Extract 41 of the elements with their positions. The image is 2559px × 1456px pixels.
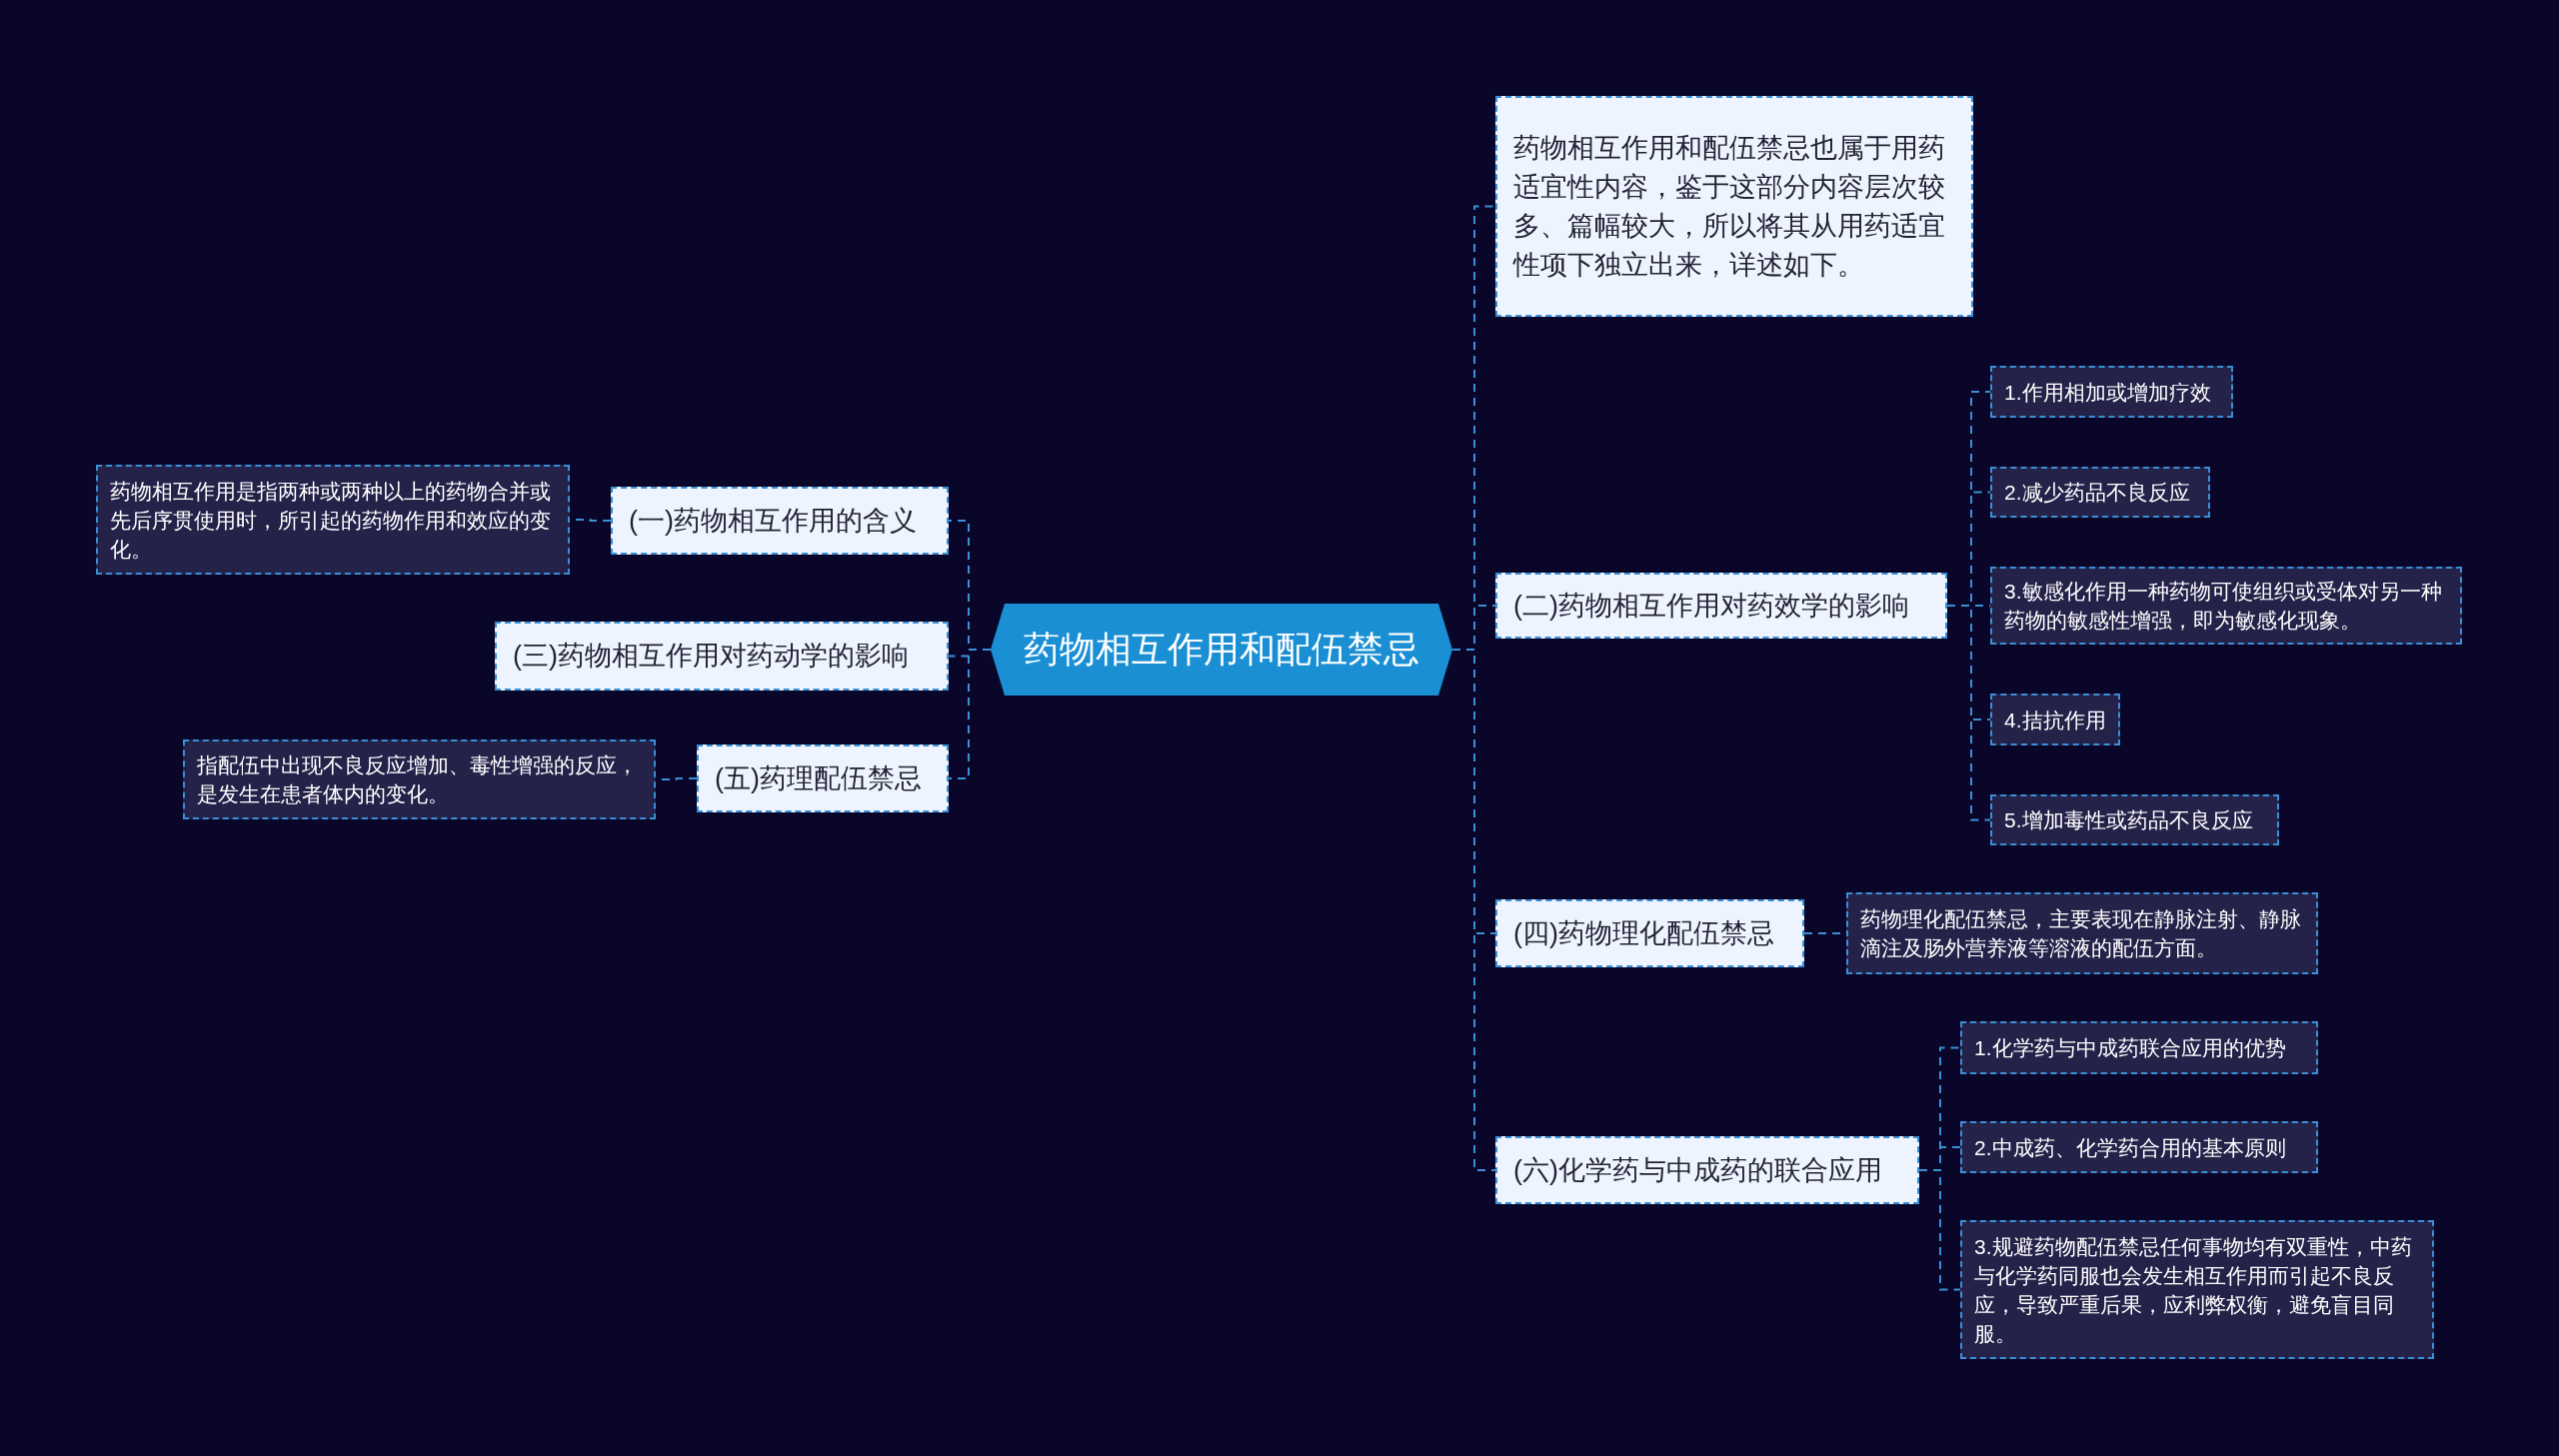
connector-line [1918,1169,1961,1291]
node-text: 药物相互作用和配伍禁忌也属于用药适宜性内容，鉴于这部分内容层次较多、篇幅较大，所以将其从用药适宜性项下独立出来，详述如下。 [1513,131,1946,282]
subtopic-box [1960,1021,2318,1074]
subtopic-box [1960,1220,2434,1359]
central-topic-hexagon [991,604,1452,696]
connector-line [948,649,992,779]
topic-box [1495,1136,1919,1204]
node-text: 2.减少药品不良反应 [2004,480,2191,506]
topic-box [495,622,949,691]
topic-box [611,487,949,555]
node-text: 1.作用相加或增加疗效 [2004,379,2212,406]
node-text: 5.增加毒性或药品不良反应 [2004,807,2254,833]
subtopic-box [1960,1121,2318,1173]
node-text: 3.规避药物配伍禁忌任何事物均有双重性，中药与化学药同服也会发生相互作用而引起不良反应，导致严重后果，应利弊权衡，避免盲目同服。 [1974,1233,2413,1347]
subtopic-box [1990,567,2462,645]
connector-line [1946,605,1991,821]
topic-box [697,744,949,812]
subtopic-box [183,739,656,819]
node-text: (一)药物相互作用的含义 [629,504,918,538]
node-text: (五)药理配伍禁忌 [715,761,923,795]
subtopic-box [1990,794,2279,845]
subtopic-box [1846,892,2318,974]
node-text: (四)药物理化配伍禁忌 [1513,916,1775,950]
node-text: (六)化学药与中成药的联合应用 [1513,1153,1883,1187]
topic-box [1495,899,1804,967]
subtopic-box [1990,366,2233,418]
subtopic-box [96,465,570,575]
node-text: (三)药物相互作用对药动学的影响 [513,640,910,673]
node-text: (二)药物相互作用对药效学的影响 [1513,589,1910,623]
node-text: 3.敏感化作用一种药物可使组织或受体对另一种药物的敏感性增强，即为敏感化现象。 [2004,579,2443,634]
node-text: 2.中成药、化学药合用的基本原则 [1974,1134,2287,1161]
node-text: 药物相互作用是指两种或两种以上的药物合并或先后序贯使用时，所引起的药物作用和效应的变化。 [110,478,552,563]
topic-box [1495,573,1947,639]
node-text: 药物理化配伍禁忌，主要表现在静脉注射、静脉滴注及肠外营养液等溶液的配伍方面。 [1860,906,2302,961]
subtopic-box [1990,694,2120,745]
node-text: 4.拮抗作用 [2004,707,2106,733]
topic-box [1495,96,1973,317]
subtopic-box [1990,467,2210,518]
node-text: 1.化学药与中成药联合应用的优势 [1974,1035,2287,1061]
node-text: 药物相互作用和配伍禁忌 [1023,628,1420,672]
node-text: 指配伍中出现不良反应增加、毒性增强的反应，是发生在患者体内的变化。 [197,752,639,807]
